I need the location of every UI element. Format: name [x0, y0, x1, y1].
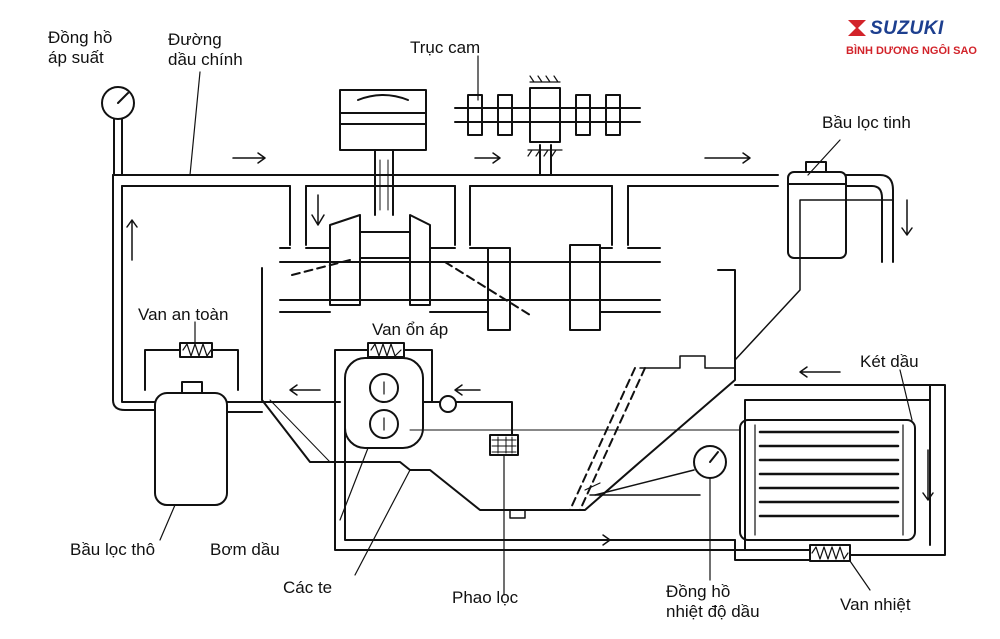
oil-pump	[334, 342, 513, 521]
label-temp-gauge-line1: Đồng hồ	[666, 582, 731, 601]
label-main-gallery-line1: Đường	[168, 30, 222, 49]
flow-arrows	[126, 152, 934, 546]
brand-subtitle: BÌNH DƯƠNG NGÔI SAO	[846, 45, 977, 57]
crankshaft	[279, 194, 661, 331]
label-thermo-valve: Van nhiệt	[840, 595, 911, 614]
label-coarse-filter: Bầu lọc thô	[70, 540, 156, 559]
label-camshaft: Trục cam	[410, 38, 481, 57]
safety-valve	[144, 321, 239, 391]
label-main-gallery-line2: dầu chính	[168, 50, 243, 69]
label-fine-filter: Bầu lọc tinh	[822, 113, 911, 132]
suzuki-logo-icon	[848, 20, 866, 36]
label-safety-valve: Van an toàn	[138, 305, 229, 324]
oil-pressure-gauge	[101, 86, 135, 176]
label-oil-cooler: Két dầu	[860, 352, 919, 371]
label-oil-pan: Các te	[283, 578, 333, 597]
label-pressure-regulator: Van ổn áp	[372, 320, 449, 339]
camshaft	[454, 75, 641, 157]
coarse-filter	[112, 381, 341, 541]
cooler-circuit	[334, 384, 946, 591]
brand-logo-text: SUZUKI	[870, 18, 944, 39]
label-float-strainer: Phao lọc	[452, 588, 519, 607]
label-temp-gauge-line2: nhiệt độ dầu	[666, 602, 760, 621]
leader-lines	[189, 55, 479, 176]
float-strainer	[489, 434, 519, 596]
oil-pan	[261, 199, 894, 576]
label-oil-pump: Bơm dầu	[210, 540, 280, 559]
label-pressure-gauge-line1: Đồng hồ	[48, 28, 113, 47]
main-oil-gallery	[112, 144, 894, 401]
oil-temperature-gauge	[594, 445, 727, 581]
label-pressure-gauge-line2: áp suất	[48, 48, 104, 67]
fine-filter	[787, 139, 847, 259]
oil-cooler	[739, 369, 916, 541]
piston-conrod	[339, 89, 427, 216]
